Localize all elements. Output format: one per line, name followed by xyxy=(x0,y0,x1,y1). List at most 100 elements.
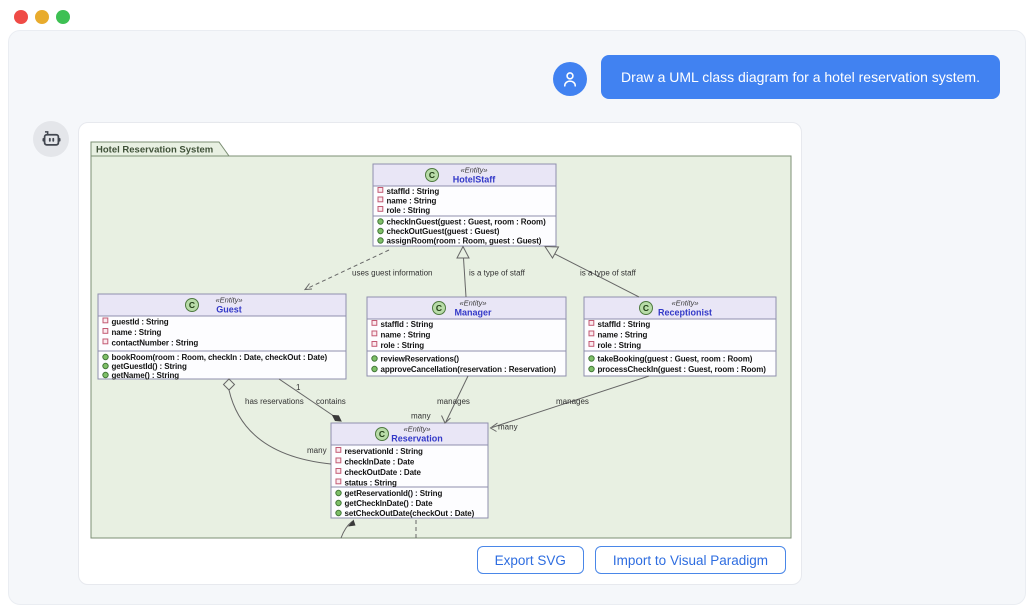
edge-manages-left xyxy=(445,375,469,423)
edge-bottom-solid xyxy=(340,521,353,539)
class-operation: takeBooking(guest : Guest, room : Room) xyxy=(598,355,753,364)
class-operation: approveCancellation(reservation : Reserv… xyxy=(381,365,557,374)
class-attribute: name : String xyxy=(112,328,162,337)
class-attribute: role : String xyxy=(598,341,642,350)
user-message-bubble: Draw a UML class diagram for a hotel res… xyxy=(601,55,1000,99)
class-operation: setCheckOutDate(checkOut : Date) xyxy=(345,509,475,518)
attribute-marker xyxy=(102,338,109,345)
uml-class-manager: C «Entity» Manager staffId : String name… xyxy=(366,296,567,377)
class-name: Manager xyxy=(454,308,492,318)
attribute-marker xyxy=(588,330,595,337)
operation-marker xyxy=(102,371,109,379)
class-attribute: checkInDate : Date xyxy=(345,458,415,467)
uml-edges xyxy=(222,245,650,539)
class-operation: getGuestId() : String xyxy=(112,362,187,371)
class-icon xyxy=(375,427,389,441)
multiplicity-many-right: many xyxy=(498,423,518,432)
class-attribute: staffId : String xyxy=(598,320,651,329)
class-attribute: checkOutDate : Date xyxy=(345,468,422,477)
multiplicity-one: 1 xyxy=(296,383,301,392)
class-attribute: name : String xyxy=(598,331,648,340)
operation-marker xyxy=(377,218,384,225)
minimize-window-button[interactable] xyxy=(35,10,49,24)
edge-contains xyxy=(278,378,334,416)
operation-marker xyxy=(371,355,378,362)
class-operation: checkOutGuest(guest : Guest) xyxy=(387,227,500,236)
class-operation: reviewReservations() xyxy=(381,355,460,364)
edge-generalization-manager xyxy=(463,257,467,298)
attribute-marker xyxy=(335,447,342,453)
class-attribute: name : String xyxy=(387,197,437,206)
operation-marker xyxy=(588,355,595,362)
filled-diamond xyxy=(331,414,342,422)
diagram-actions: Export SVG Import to Visual Paradigm xyxy=(476,546,786,574)
open-arrowhead xyxy=(303,283,313,291)
attribute-marker xyxy=(588,341,595,347)
edge-label-type-right: is a type of staff xyxy=(580,269,637,278)
operation-marker xyxy=(335,489,342,497)
attribute-marker xyxy=(335,468,342,474)
class-attribute: role : String xyxy=(387,206,431,215)
attribute-marker xyxy=(102,317,109,324)
class-attribute: staffId : String xyxy=(381,320,434,329)
class-stereotype: «Entity» xyxy=(459,299,486,308)
window-controls xyxy=(14,10,70,24)
triangle-arrowhead xyxy=(456,245,470,259)
filled-arrowhead xyxy=(348,519,356,527)
attribute-marker xyxy=(377,196,384,203)
edge-uses-guest-information xyxy=(305,249,390,290)
attribute-marker xyxy=(588,320,595,326)
person-icon xyxy=(563,72,577,87)
class-icon-letter: C xyxy=(643,303,649,313)
class-name: HotelStaff xyxy=(453,175,497,185)
class-attribute: name : String xyxy=(381,331,431,340)
operation-marker xyxy=(371,365,378,373)
class-icon xyxy=(639,301,653,315)
class-operation: getReservationId() : String xyxy=(345,489,443,498)
class-attribute: role : String xyxy=(381,341,425,350)
edge-generalization-receptionist xyxy=(553,253,640,298)
bot-avatar xyxy=(33,121,69,157)
zoom-window-button[interactable] xyxy=(56,10,70,24)
class-icon xyxy=(185,298,199,312)
class-operation: checkInGuest(guest : Guest, room : Room) xyxy=(387,218,547,227)
user-message-text: Draw a UML class diagram for a hotel res… xyxy=(621,69,980,85)
user-avatar xyxy=(553,62,587,96)
multiplicity-many-top: many xyxy=(411,412,431,421)
class-name: Receptionist xyxy=(658,308,712,318)
class-icon-letter: C xyxy=(189,300,195,310)
attribute-marker xyxy=(335,457,342,464)
close-window-button[interactable] xyxy=(14,10,28,24)
operation-marker xyxy=(102,362,109,370)
class-attribute: guestId : String xyxy=(112,318,169,327)
class-stereotype: «Entity» xyxy=(403,425,430,434)
uml-edge-labels: uses guest information is a type of staf… xyxy=(245,269,637,456)
attribute-marker xyxy=(371,320,378,326)
edge-label-type-left: is a type of staff xyxy=(469,269,526,278)
import-to-visual-paradigm-button[interactable]: Import to Visual Paradigm xyxy=(594,546,786,574)
edge-label-contains: contains xyxy=(316,397,346,406)
class-name: Reservation xyxy=(391,434,443,444)
attribute-marker xyxy=(371,330,378,337)
edge-has-reservations xyxy=(228,389,332,465)
class-icon-letter: C xyxy=(379,429,385,439)
edge-label-uses: uses guest information xyxy=(352,269,433,278)
uml-class-guest: C «Entity» Guest guestId : String name :… xyxy=(97,293,347,380)
class-attribute: reservationId : String xyxy=(345,447,423,456)
attribute-marker xyxy=(102,328,109,334)
operation-marker xyxy=(588,365,595,373)
operation-marker xyxy=(102,353,109,361)
class-icon xyxy=(432,301,446,315)
frame-title: Hotel Reservation System xyxy=(96,145,213,156)
class-icon-letter: C xyxy=(429,170,435,180)
class-operation: assignRoom(room : Room, guest : Guest) xyxy=(387,237,542,246)
edge-manages-right xyxy=(491,375,650,428)
uml-class-receptionist: C «Entity» Receptionist staffId : String… xyxy=(583,296,777,377)
export-svg-button[interactable]: Export SVG xyxy=(476,546,584,574)
robot-icon xyxy=(41,130,61,146)
class-attribute: status : String xyxy=(345,479,397,488)
class-stereotype: «Entity» xyxy=(671,299,698,308)
attribute-marker xyxy=(335,478,342,485)
class-attribute: contactNumber : String xyxy=(112,339,199,348)
